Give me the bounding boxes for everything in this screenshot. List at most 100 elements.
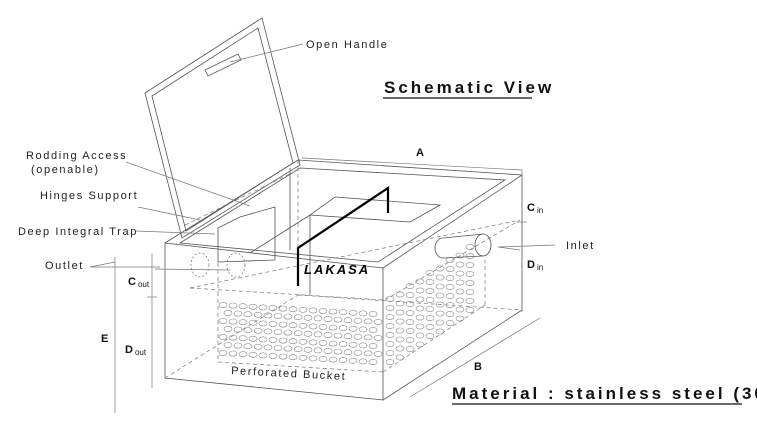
bucket-hole bbox=[343, 349, 353, 356]
bucket-hole bbox=[288, 354, 298, 361]
bucket-hole bbox=[323, 316, 333, 322]
bucket-hole bbox=[395, 354, 405, 361]
bucket-hole bbox=[368, 359, 378, 365]
bucket-hole bbox=[465, 289, 475, 295]
bucket-hole bbox=[283, 329, 293, 336]
bucket-hole bbox=[248, 303, 258, 310]
bucket-hole bbox=[435, 328, 445, 335]
bucket-hole bbox=[313, 315, 323, 322]
dimension-lines bbox=[114, 157, 541, 413]
bucket-hole bbox=[435, 283, 445, 290]
bucket-hole bbox=[385, 296, 395, 302]
bucket-hole bbox=[358, 358, 368, 365]
bucket-hole bbox=[435, 319, 445, 326]
bucket-hole bbox=[465, 244, 475, 250]
bucket-hole bbox=[288, 322, 298, 329]
bucket-hole bbox=[385, 341, 395, 347]
bucket-hole bbox=[308, 307, 318, 314]
bucket-hole bbox=[358, 310, 368, 317]
bucket-hole bbox=[405, 283, 415, 289]
tank-body bbox=[164, 159, 523, 401]
dim-a: A bbox=[416, 147, 424, 159]
bucket-hole bbox=[263, 312, 273, 319]
rodding-access-note: (openable) bbox=[31, 164, 100, 176]
bucket-hole bbox=[238, 303, 248, 310]
bucket-hole bbox=[385, 314, 395, 320]
bucket-hole bbox=[293, 330, 303, 337]
bucket-hole bbox=[233, 326, 243, 333]
bucket-hole bbox=[405, 337, 415, 343]
bucket-hole bbox=[385, 359, 395, 365]
bucket-hole bbox=[308, 323, 318, 330]
bucket-hole bbox=[455, 261, 465, 268]
bucket-hole bbox=[253, 311, 263, 318]
bucket-holes bbox=[218, 244, 475, 365]
bucket-hole bbox=[278, 321, 288, 328]
bucket-hole bbox=[415, 341, 425, 348]
bucket-hole bbox=[323, 348, 333, 354]
bucket-hole bbox=[445, 311, 455, 317]
inlet-label: Inlet bbox=[566, 240, 595, 252]
bucket-hole bbox=[405, 310, 415, 316]
bucket-hole bbox=[308, 339, 318, 346]
bucket-hole bbox=[288, 338, 298, 345]
bucket-hole bbox=[425, 270, 435, 276]
bucket-hole bbox=[405, 301, 415, 307]
bucket-hole bbox=[395, 300, 405, 307]
bucket-hole bbox=[318, 340, 328, 346]
outlet-label: Outlet bbox=[45, 260, 84, 272]
bucket-hole bbox=[268, 305, 278, 311]
bucket-hole bbox=[415, 287, 425, 294]
bucket-hole bbox=[283, 345, 293, 352]
bucket-hole bbox=[363, 318, 373, 325]
lifting-handle bbox=[296, 185, 390, 286]
bucket-hole bbox=[248, 351, 258, 358]
bucket-hole bbox=[338, 341, 348, 348]
bucket-hole bbox=[228, 302, 238, 309]
bucket-hole bbox=[338, 325, 348, 332]
bucket-hole bbox=[278, 353, 288, 360]
bucket-hole bbox=[228, 318, 238, 325]
bucket-hole bbox=[415, 332, 425, 339]
bucket-hole bbox=[455, 252, 465, 259]
bucket-hole bbox=[405, 346, 415, 352]
bucket-hole bbox=[465, 271, 475, 277]
bucket-hole bbox=[385, 350, 395, 356]
bucket-hole bbox=[445, 293, 455, 299]
bucket-hole bbox=[465, 253, 475, 259]
bucket-hole bbox=[278, 337, 288, 344]
bucket-hole bbox=[395, 336, 405, 343]
bucket-hole bbox=[395, 345, 405, 352]
bucket-hole bbox=[368, 343, 378, 349]
bucket-hole bbox=[455, 279, 465, 286]
bucket-hole bbox=[218, 350, 228, 356]
bucket-hole bbox=[248, 335, 258, 342]
lid bbox=[144, 17, 301, 239]
bucket-hole bbox=[273, 345, 283, 351]
bucket-hole bbox=[465, 307, 475, 313]
bucket-hole bbox=[328, 356, 338, 363]
bucket-hole bbox=[258, 352, 268, 359]
bucket-hole bbox=[313, 331, 323, 338]
bucket-hole bbox=[343, 317, 353, 324]
bucket-hole bbox=[405, 319, 415, 325]
bucket-hole bbox=[328, 308, 338, 315]
bucket-hole bbox=[445, 266, 455, 272]
bucket-hole bbox=[465, 262, 475, 268]
bucket-hole bbox=[248, 319, 258, 326]
bucket-hole bbox=[258, 304, 268, 311]
bucket-hole bbox=[343, 333, 353, 340]
bucket-hole bbox=[328, 324, 338, 331]
bucket-hole bbox=[258, 336, 268, 343]
brand-label: LAKASA bbox=[304, 262, 370, 277]
bucket-hole bbox=[353, 349, 363, 356]
bucket-hole bbox=[435, 310, 445, 317]
bucket-hole bbox=[425, 297, 435, 303]
bucket-hole bbox=[268, 337, 278, 343]
bucket-hole bbox=[465, 280, 475, 286]
bucket-hole bbox=[283, 313, 293, 320]
bucket-hole bbox=[445, 302, 455, 308]
bucket-hole bbox=[395, 309, 405, 316]
